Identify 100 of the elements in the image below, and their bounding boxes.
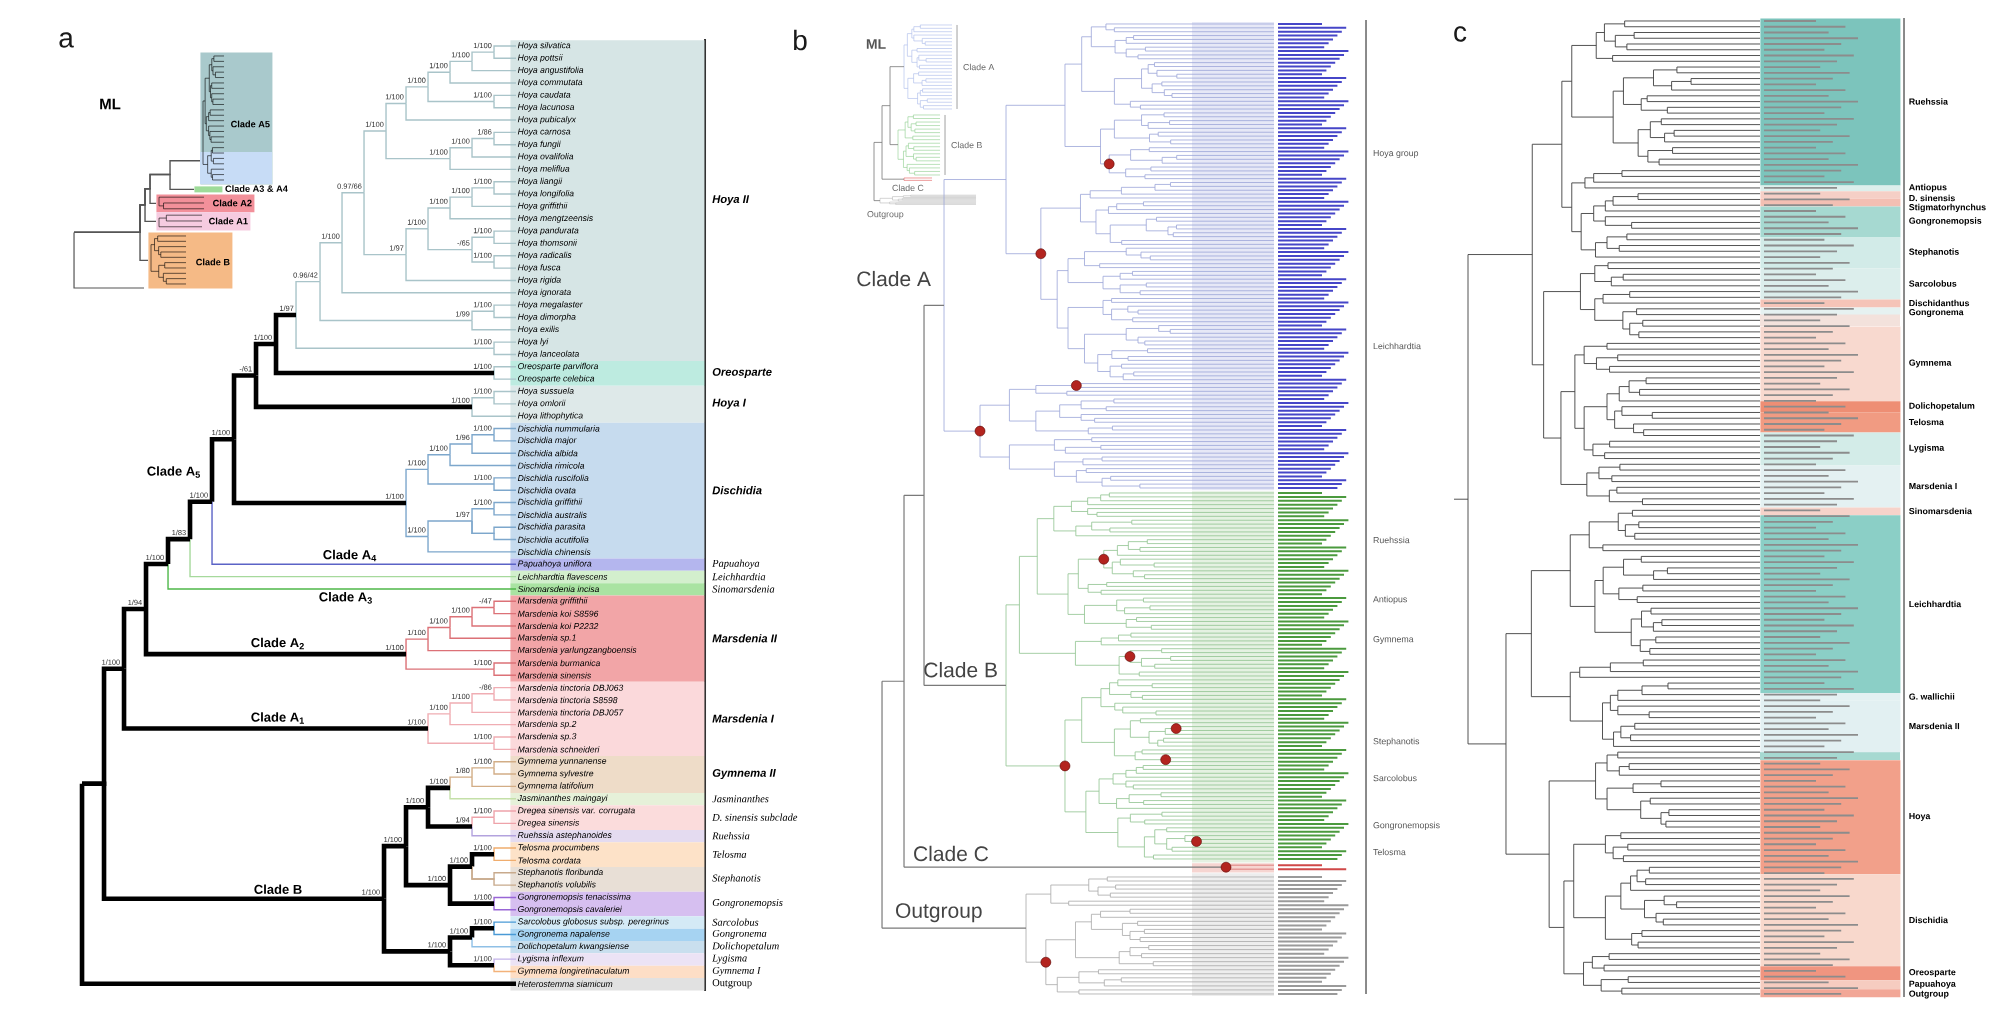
- tree-branch: [493, 341, 517, 349]
- tree-branch: [493, 477, 517, 485]
- tree-branch: [405, 253, 517, 282]
- tree-branch: [121, 606, 146, 669]
- tree-branch: [471, 508, 495, 522]
- tree-branch: [73, 231, 149, 262]
- tree-branch: [209, 436, 234, 502]
- tree-branch: [493, 261, 517, 269]
- tree-branch: [403, 804, 428, 847]
- tree-branch: [449, 454, 517, 467]
- tree-branch: [493, 131, 517, 140]
- tree-branch: [493, 600, 517, 609]
- panel-letter: c: [1454, 26, 1467, 42]
- tree-branch: [471, 147, 517, 158]
- tree-branch: [493, 100, 517, 109]
- tree-branch: [471, 443, 517, 454]
- tree-branch: [493, 606, 517, 615]
- tree-branch: [493, 662, 517, 670]
- tree-branch: [341, 242, 517, 294]
- tree-branch: [449, 157, 517, 171]
- tree-branch: [427, 71, 451, 88]
- tree-branch: [341, 192, 365, 244]
- clade-label: Clade B: [924, 661, 997, 678]
- panel-letter: b: [794, 29, 807, 51]
- tree-branch: [493, 964, 517, 973]
- clade-label: Outgroup: [896, 903, 982, 923]
- tree-branch: [143, 561, 169, 610]
- tree-branch: [493, 847, 517, 855]
- tree-branch: [211, 501, 517, 565]
- tree-branch: [449, 626, 517, 639]
- tree-branch: [427, 468, 495, 485]
- tree-branch: [493, 51, 517, 59]
- tree-branch: [381, 898, 451, 954]
- tree-branch: [449, 147, 473, 160]
- tree-branch: [471, 248, 495, 263]
- tree-branch: [493, 927, 517, 936]
- tree-branch: [319, 242, 343, 283]
- tree-branch: [385, 130, 451, 160]
- tree-branch: [493, 390, 517, 399]
- tree-branch: [471, 702, 517, 714]
- tree-branch: [425, 807, 472, 829]
- tree-branch: [493, 304, 517, 312]
- tree-branch: [493, 434, 517, 442]
- tree-branch: [469, 851, 495, 867]
- tree-branch: [493, 310, 517, 319]
- tree-branch: [493, 230, 517, 238]
- tree-branch: [493, 921, 517, 929]
- tree-branch: [493, 372, 517, 380]
- tree-branch: [449, 702, 473, 715]
- tree-branch: [449, 616, 473, 629]
- tree-branch: [493, 483, 517, 491]
- tree-branch: [405, 86, 429, 105]
- tree-branch: [427, 713, 451, 730]
- tree-branch: [493, 255, 517, 263]
- panel-letter: a: [59, 32, 74, 48]
- tree-branch: [427, 86, 495, 103]
- tree-branch: [425, 785, 451, 808]
- tree-branch: [405, 102, 517, 121]
- tree-branch: [427, 207, 451, 230]
- tree-branch: [471, 520, 517, 541]
- tree-branch: [427, 638, 517, 652]
- tree-branch: [471, 693, 495, 704]
- tree-branch: [449, 207, 517, 220]
- tree-branch: [471, 236, 495, 251]
- tree-branch: [449, 787, 517, 800]
- tree-branch: [493, 896, 517, 905]
- tree-branch: [231, 439, 407, 506]
- tree-branch: [493, 958, 517, 966]
- tree-branch: [447, 951, 495, 968]
- tree-branch: [471, 137, 495, 149]
- tree-branch: [493, 810, 517, 818]
- tree-branch: [449, 71, 517, 84]
- tree-branch: [493, 181, 517, 189]
- tree-branch: [493, 902, 517, 911]
- tree-branch: [471, 767, 495, 778]
- tree-branch: [405, 638, 429, 655]
- tree-branch: [471, 60, 517, 72]
- clade-label: Clade A: [857, 270, 931, 287]
- tree-branch: [493, 853, 517, 862]
- tree-branch: [363, 192, 407, 256]
- tree-branch: [427, 727, 495, 744]
- tree-branch: [469, 925, 495, 938]
- tree-branch: [319, 280, 473, 322]
- tree-branch: [449, 60, 473, 73]
- tree-branch: [449, 196, 473, 209]
- tree-branch: [427, 454, 451, 471]
- tree-branch: [471, 776, 517, 788]
- tree-branch: [405, 502, 429, 538]
- tree-branch: [471, 310, 495, 322]
- tree-branch: [449, 776, 473, 789]
- tree-branch: [165, 536, 190, 565]
- tree-branch: [405, 653, 495, 670]
- tree-branch: [493, 761, 517, 769]
- tree-branch: [189, 538, 517, 578]
- tree-branch: [449, 443, 473, 456]
- tree-branch: [471, 319, 517, 331]
- tree-branch: [493, 767, 517, 775]
- tree-branch: [447, 935, 472, 952]
- tree-branch: [403, 846, 451, 888]
- tree-branch: [493, 45, 517, 53]
